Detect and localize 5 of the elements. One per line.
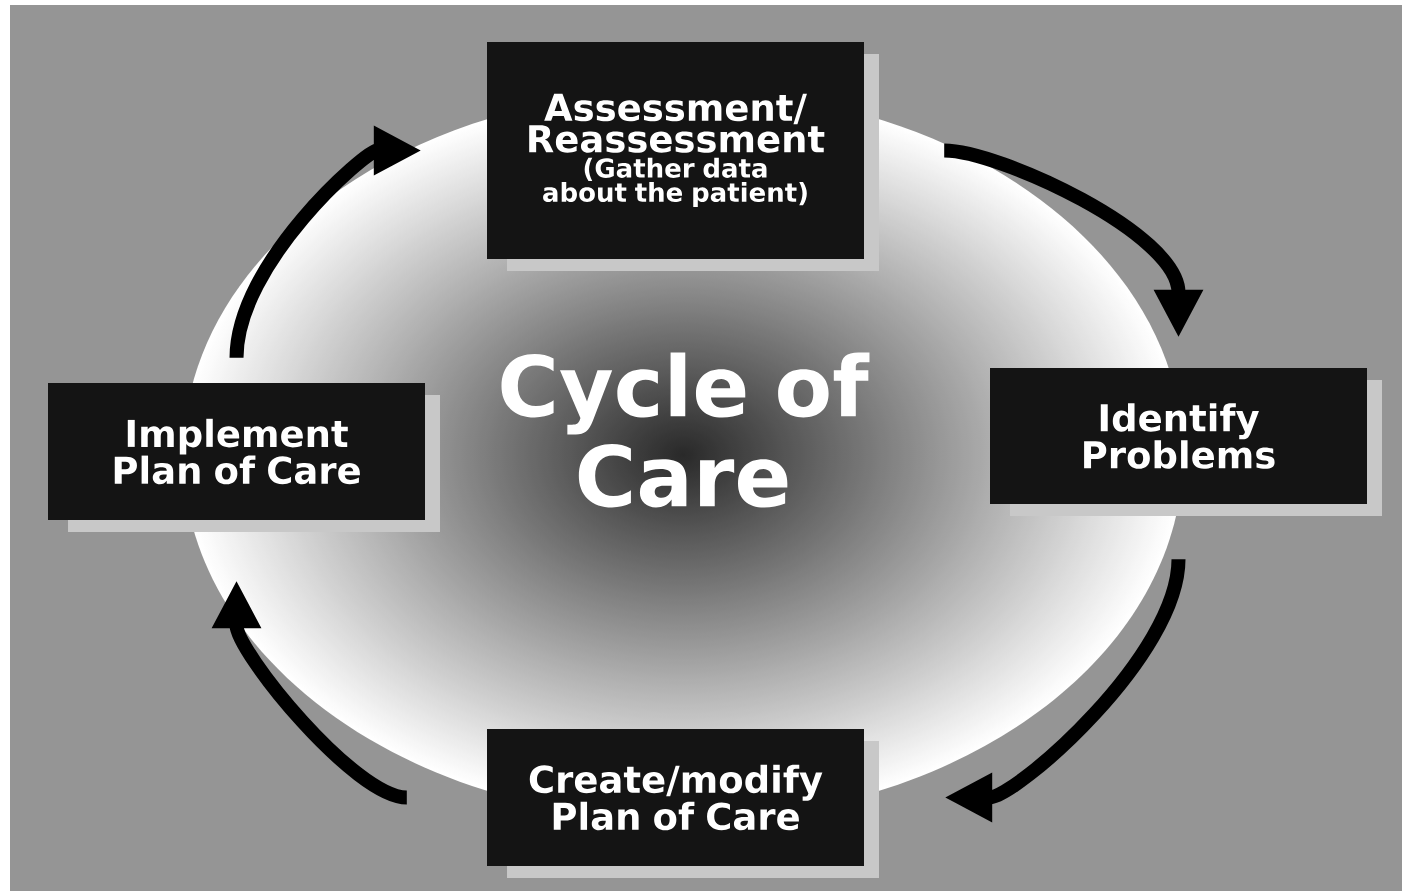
title: Cycle of Care <box>501 352 870 508</box>
text-box: Assessment/ Reassessment (Gather data about the patient) <box>487 42 879 271</box>
text-box: Identify Problems <box>990 368 1382 516</box>
text-box: Implement Plan of Care <box>48 383 440 532</box>
text-box: Create/modify Plan of Care <box>487 729 879 878</box>
